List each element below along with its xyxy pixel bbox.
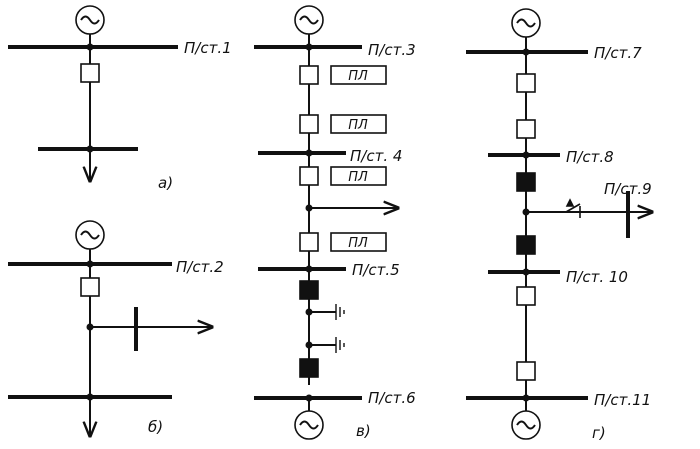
panel-label-g: г): [592, 424, 606, 442]
diagram-g: П/ст.7 П/ст.8 П/ст.9 П/ст. 10 П/ст.11 г): [466, 8, 652, 442]
panel-label-a: а): [158, 174, 173, 192]
breaker-open: [80, 277, 100, 297]
breaker-open: [516, 361, 536, 381]
label-substation-8: П/ст.8: [566, 148, 614, 166]
pl-box: [330, 166, 387, 186]
label-substation-9: П/ст.9: [604, 180, 652, 198]
breaker-closed: [299, 358, 319, 378]
ground-icon: [335, 337, 345, 353]
label-substation-4: П/ст. 4: [350, 147, 402, 165]
disconnector-open-icon: [565, 198, 581, 218]
diagram-a: П/ст.1 а): [8, 5, 232, 192]
breaker-closed: [516, 235, 536, 255]
label-substation-6: П/ст.6: [368, 389, 416, 407]
breaker-open: [80, 63, 100, 83]
diagram-v: П/ст.3 ПЛ ПЛ П/ст. 4 ПЛ ПЛ П/ст.5: [254, 5, 416, 440]
label-substation-10: П/ст. 10: [566, 268, 628, 286]
breaker-closed: [299, 280, 319, 300]
label-substation-3: П/ст.3: [368, 41, 416, 59]
breaker-open: [299, 65, 319, 85]
breaker-open: [299, 166, 319, 186]
pl-label: ПЛ: [348, 236, 368, 251]
panel-label-b: б): [148, 418, 163, 436]
label-substation-5: П/ст.5: [352, 261, 400, 279]
breaker-open: [299, 232, 319, 252]
pl-box: [330, 65, 387, 85]
breaker-open: [299, 114, 319, 134]
ground-icon: [335, 304, 345, 320]
label-substation-1: П/ст.1: [184, 39, 232, 57]
pl-label: ПЛ: [348, 170, 368, 185]
breaker-open: [516, 73, 536, 93]
pl-box: [330, 232, 387, 252]
breaker-open: [516, 286, 536, 306]
label-substation-11: П/ст.11: [594, 391, 651, 409]
diagram-b: П/ст.2 б): [8, 220, 224, 436]
breaker-closed: [516, 172, 536, 192]
panel-label-v: в): [356, 422, 371, 440]
pl-box: [330, 114, 387, 134]
label-substation-7: П/ст.7: [594, 44, 642, 62]
label-substation-2: П/ст.2: [176, 258, 224, 276]
pl-label: ПЛ: [348, 69, 368, 84]
breaker-open: [516, 119, 536, 139]
pl-label: ПЛ: [348, 118, 368, 133]
